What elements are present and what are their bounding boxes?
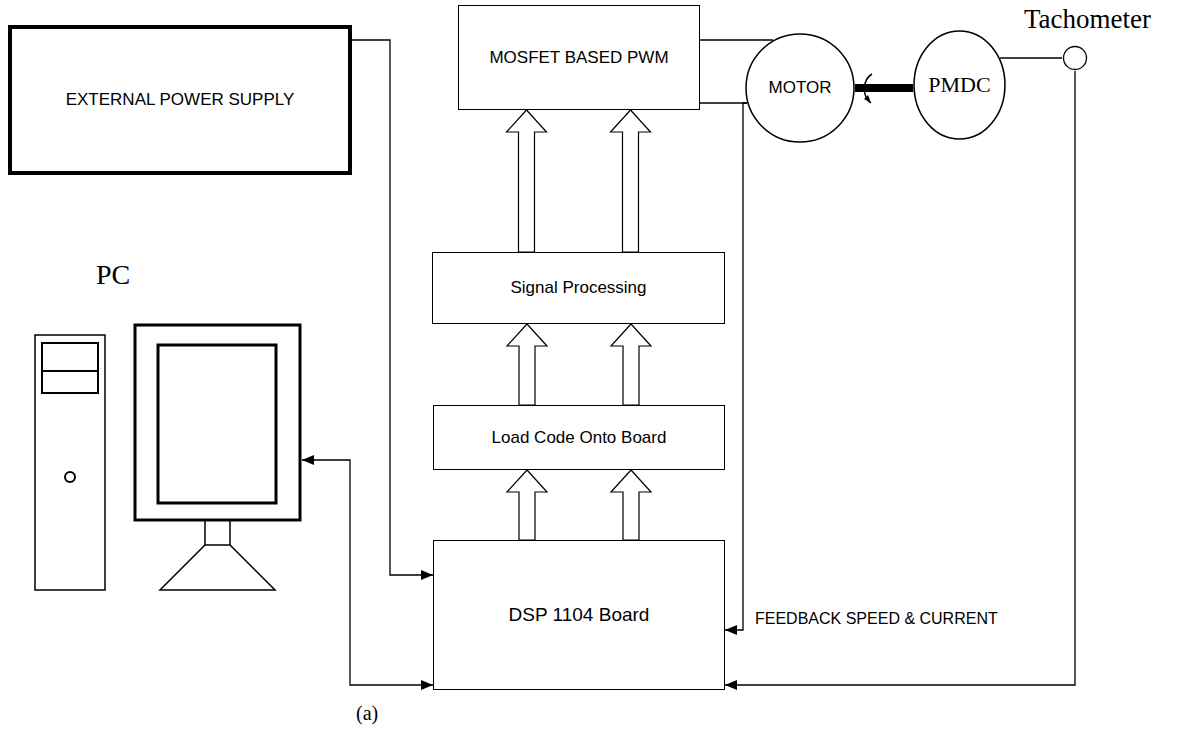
- feedback-label: FEEDBACK SPEED & CURRENT: [755, 610, 998, 628]
- circle-shape: [914, 31, 1005, 139]
- computer-tower: [35, 335, 105, 590]
- wire: [352, 40, 433, 575]
- block-arrow: [611, 324, 651, 405]
- arrowhead: [725, 625, 737, 635]
- node-label: MOSFET BASED PWM: [489, 48, 668, 68]
- connector: [700, 40, 773, 41]
- wire: [725, 71, 1075, 685]
- connector: [725, 71, 1075, 690]
- node-label: EXTERNAL POWER SUPPLY: [66, 90, 295, 110]
- connector: [352, 40, 433, 580]
- block-arrow: [611, 470, 651, 540]
- block-arrow: [611, 110, 651, 252]
- connector: [302, 455, 433, 690]
- motor-shaft: [855, 84, 913, 92]
- node-label: Load Code Onto Board: [492, 428, 667, 448]
- monitor-frame: [135, 325, 300, 520]
- block-arrow: [507, 324, 547, 405]
- process-box: Signal Processing: [432, 252, 725, 324]
- power-supply-box: EXTERNAL POWER SUPPLY: [8, 25, 352, 175]
- drive-bay: [42, 343, 98, 371]
- monitor-neck: [205, 520, 230, 545]
- node-label: Signal Processing: [510, 278, 646, 298]
- circle-shape: [746, 34, 854, 142]
- block-arrow: [507, 470, 547, 540]
- pmdc-circle: PMDC: [913, 30, 1006, 140]
- monitor-stand: [160, 545, 275, 590]
- wire: [1000, 57, 1062, 58]
- wire: [700, 102, 747, 103]
- connector: [700, 103, 747, 104]
- arrowhead: [421, 680, 433, 690]
- block-arrow: [507, 110, 547, 252]
- connector: [1000, 58, 1062, 59]
- tachometer-circle: [1064, 47, 1087, 70]
- node-heading: PC: [96, 259, 130, 291]
- arrowhead: [725, 680, 737, 690]
- motor-circle: MOTOR: [745, 33, 855, 143]
- power-button: [65, 472, 75, 482]
- connector: [725, 103, 747, 635]
- connector: [507, 324, 651, 405]
- connector: [855, 88, 913, 89]
- wire: [302, 460, 433, 685]
- figure-label: (a): [356, 702, 378, 725]
- drive-bay: [42, 371, 98, 393]
- pc-computer: PC: [30, 255, 302, 595]
- arrowhead: [421, 570, 433, 580]
- connector: [507, 470, 651, 540]
- node-label: MOTOR: [769, 78, 832, 98]
- arrowhead: [302, 455, 314, 465]
- wire: [700, 39, 773, 40]
- process-box: Load Code Onto Board: [433, 405, 725, 470]
- pwm-box: MOSFET BASED PWM: [458, 5, 700, 110]
- dsp-board-box: DSP 1104 Board: [433, 540, 725, 690]
- computer-illustration: [30, 255, 302, 595]
- tachometer-symbol: [1062, 45, 1088, 71]
- connector: [507, 110, 651, 252]
- node-label: PMDC: [928, 72, 990, 98]
- node-label: DSP 1104 Board: [509, 604, 650, 626]
- monitor-screen: [158, 345, 276, 503]
- node-heading: Tachometer: [1024, 4, 1151, 35]
- wire: [725, 103, 747, 630]
- rotation-arrowhead: [864, 95, 871, 103]
- tachometer: Tachometer: [995, 0, 1180, 75]
